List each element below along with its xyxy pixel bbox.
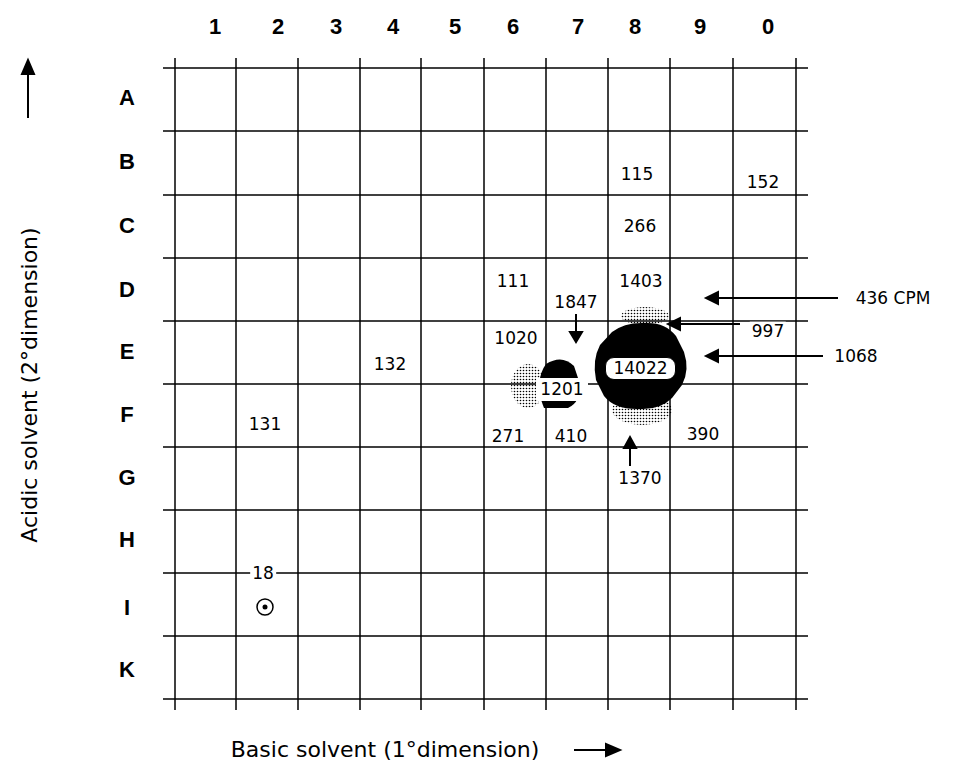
row-label: D bbox=[119, 278, 135, 302]
count-value: 1847 bbox=[552, 293, 599, 312]
count-value: 132 bbox=[372, 355, 408, 374]
column-label: 2 bbox=[272, 15, 284, 39]
count-value: 115 bbox=[619, 165, 655, 184]
count-value: 1068 bbox=[832, 347, 879, 366]
axis-label: Basic solvent (1°dimension) bbox=[228, 738, 543, 762]
row-label: F bbox=[120, 403, 133, 427]
count-value: 111 bbox=[495, 272, 531, 291]
row-label: A bbox=[119, 86, 135, 110]
column-label: 8 bbox=[629, 15, 641, 39]
column-label: 6 bbox=[507, 15, 519, 39]
row-label: B bbox=[119, 150, 135, 174]
count-value: 997 bbox=[750, 322, 786, 341]
count-value: 18 bbox=[250, 564, 276, 583]
column-label: 0 bbox=[762, 15, 774, 39]
spot-count: 1201 bbox=[540, 380, 583, 399]
row-label: C bbox=[119, 214, 135, 238]
count-value: 131 bbox=[247, 415, 283, 434]
count-value: 1370 bbox=[616, 469, 663, 488]
column-label: 5 bbox=[449, 15, 461, 39]
spot-label-box: 1201 bbox=[536, 378, 588, 401]
column-label: 9 bbox=[694, 15, 706, 39]
column-label: 3 bbox=[330, 15, 342, 39]
row-label: E bbox=[120, 340, 135, 364]
axis-label: Acidic solvent (2°dimension) bbox=[18, 224, 42, 545]
row-label: I bbox=[124, 596, 130, 620]
spot-count: 14022 bbox=[613, 359, 667, 378]
count-value: 410 bbox=[553, 427, 589, 446]
column-label: 1 bbox=[209, 15, 221, 39]
column-label: 4 bbox=[387, 15, 399, 39]
spot-label-box: 14022 bbox=[605, 357, 676, 380]
radioactive-spots bbox=[257, 307, 687, 615]
count-value: 152 bbox=[745, 173, 781, 192]
count-value: 1020 bbox=[492, 329, 539, 348]
row-label: G bbox=[118, 466, 135, 490]
row-label: H bbox=[119, 528, 135, 552]
leader-arrows bbox=[22, 60, 838, 756]
count-value: 436 CPM bbox=[854, 289, 933, 308]
grid-lines bbox=[163, 58, 808, 710]
count-value: 1403 bbox=[617, 272, 664, 291]
count-value: 271 bbox=[490, 427, 526, 446]
count-value: 390 bbox=[685, 425, 721, 444]
column-label: 7 bbox=[572, 15, 584, 39]
row-label: K bbox=[119, 658, 135, 682]
count-value: 266 bbox=[622, 217, 658, 236]
